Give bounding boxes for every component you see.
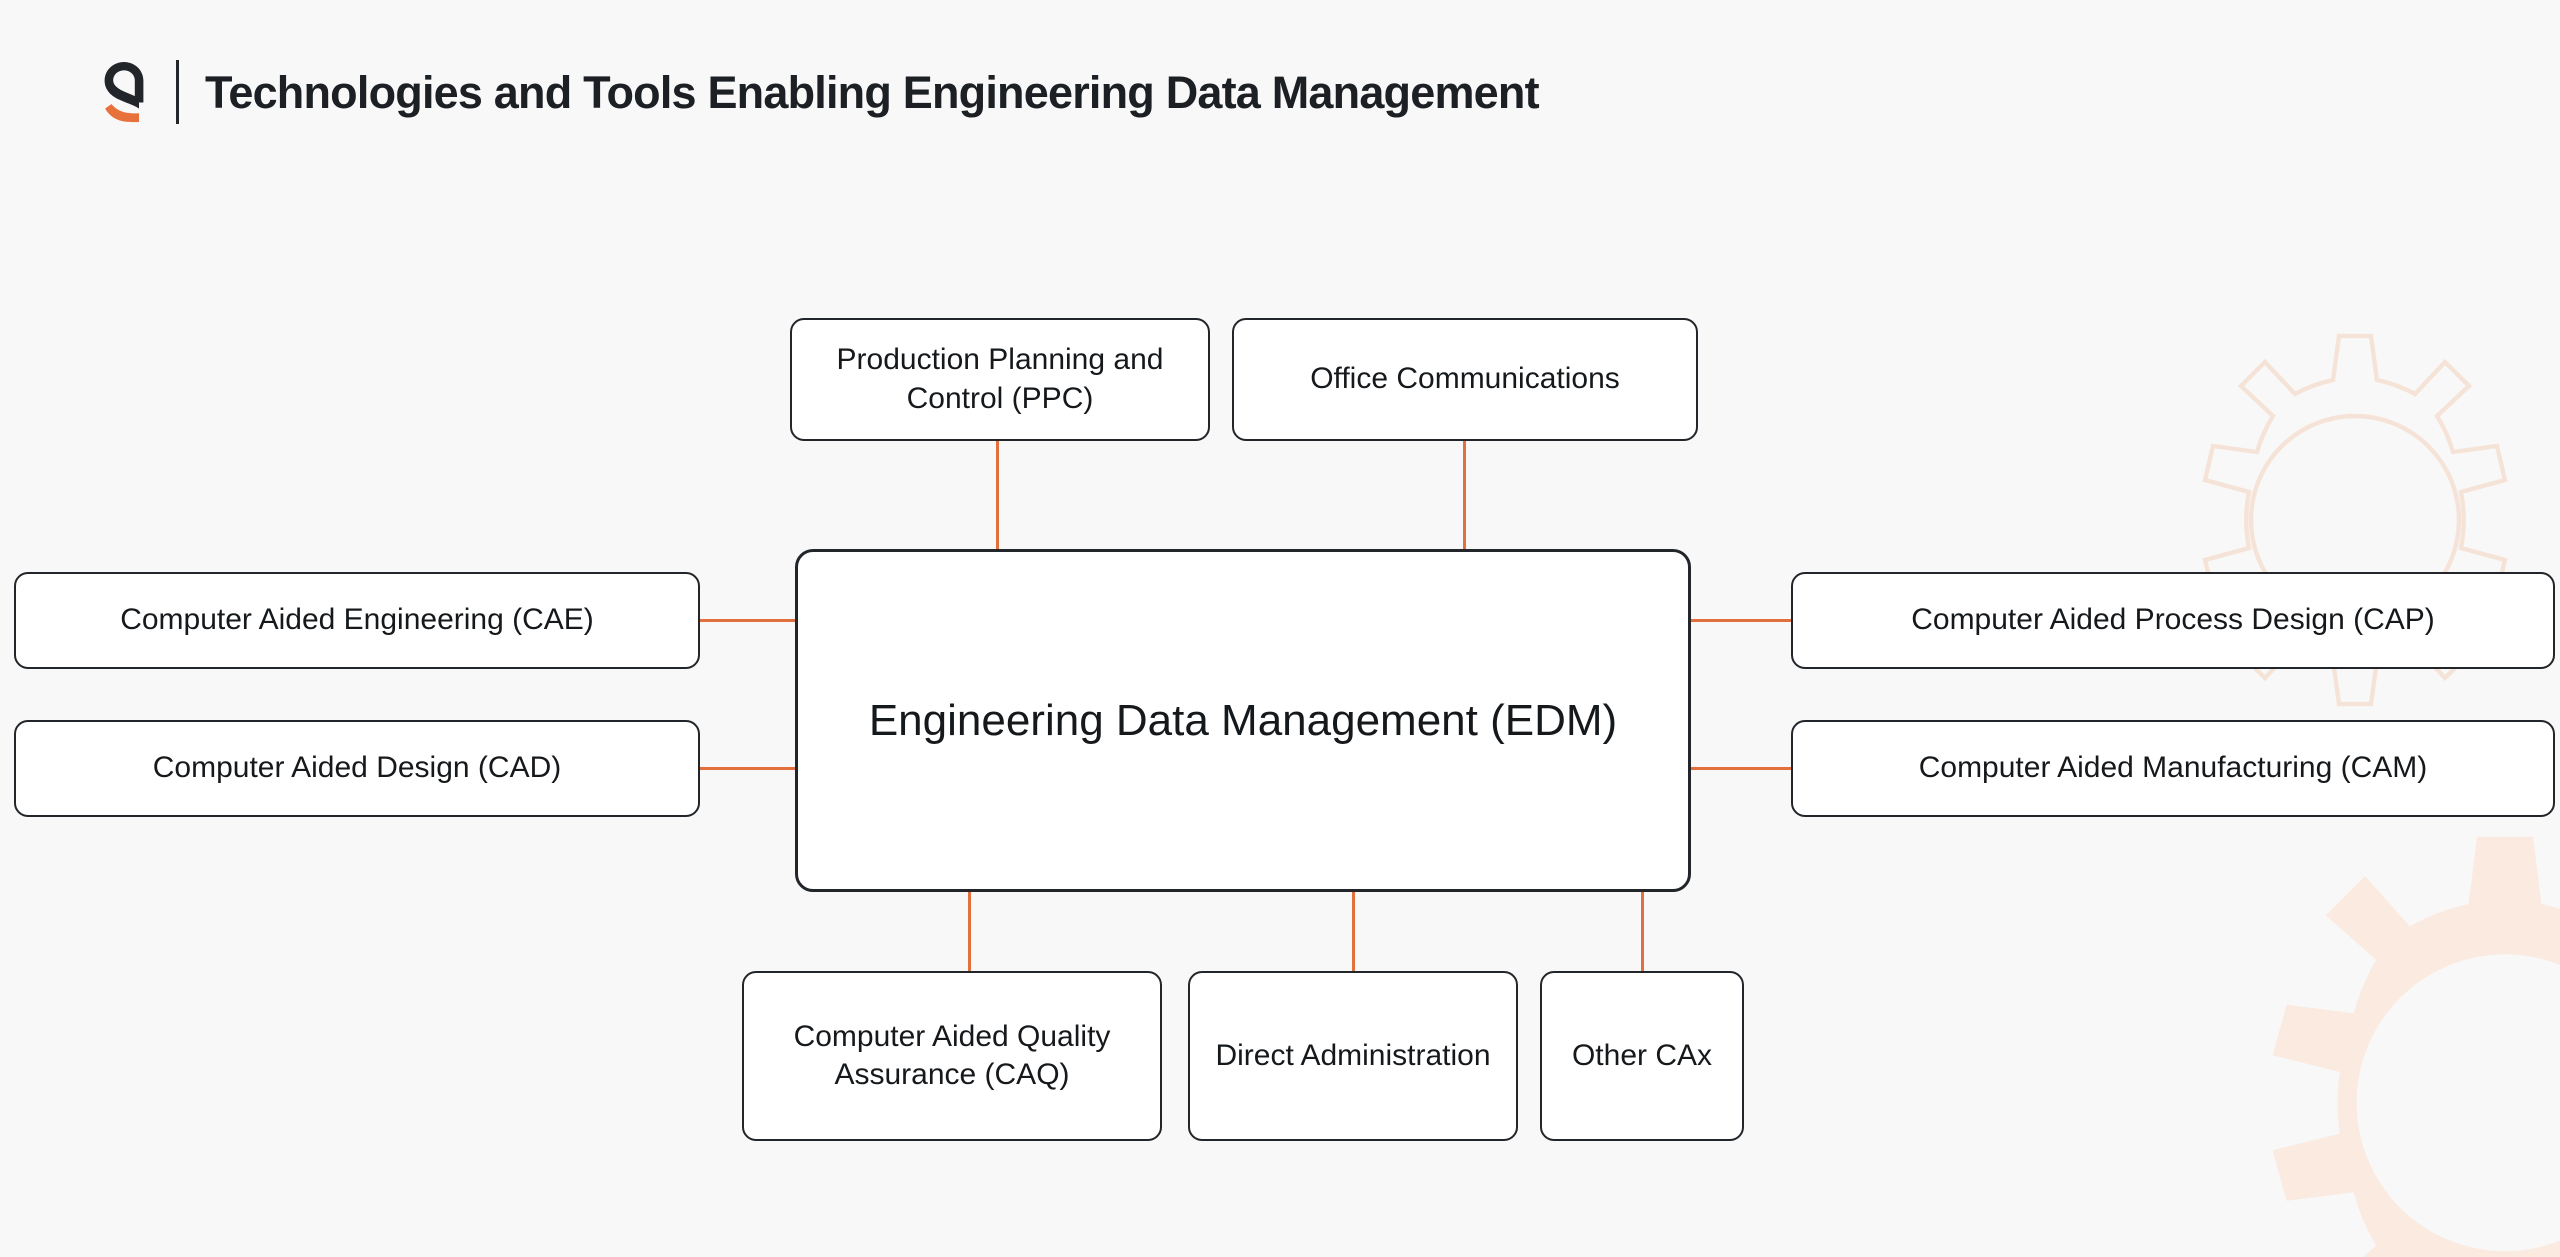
- connector-edm-to-direct: [1352, 889, 1355, 975]
- connector-office-to-edm: [1463, 438, 1466, 553]
- node-direct-administration[interactable]: Direct Administration: [1188, 971, 1518, 1141]
- node-engineering-data-management[interactable]: Engineering Data Management (EDM): [795, 549, 1691, 892]
- connector-ppc-to-edm: [996, 438, 999, 553]
- gear-icon: [2272, 836, 2560, 1257]
- connector-cae-to-edm: [697, 619, 798, 622]
- node-computer-aided-manufacturing[interactable]: Computer Aided Manufacturing (CAM): [1791, 720, 2555, 817]
- node-computer-aided-design[interactable]: Computer Aided Design (CAD): [14, 720, 700, 817]
- connector-edm-to-caq: [968, 889, 971, 975]
- node-office-communications[interactable]: Office Communications: [1232, 318, 1698, 441]
- quantics-q-logo-icon: [96, 56, 152, 128]
- node-computer-aided-quality-assurance[interactable]: Computer Aided Quality Assurance (CAQ): [742, 971, 1162, 1141]
- connector-edm-to-cam: [1688, 767, 1794, 770]
- page-title: Technologies and Tools Enabling Engineer…: [205, 66, 1540, 118]
- page-header: Technologies and Tools Enabling Engineer…: [96, 56, 1540, 128]
- connector-cad-to-edm: [697, 767, 798, 770]
- connector-edm-to-cax: [1641, 889, 1644, 975]
- node-computer-aided-engineering[interactable]: Computer Aided Engineering (CAE): [14, 572, 700, 669]
- header-divider-icon: [176, 60, 179, 124]
- node-computer-aided-process-design[interactable]: Computer Aided Process Design (CAP): [1791, 572, 2555, 669]
- node-other-cax[interactable]: Other CAx: [1540, 971, 1744, 1141]
- node-production-planning-control[interactable]: Production Planning and Control (PPC): [790, 318, 1210, 441]
- connector-edm-to-cap: [1688, 619, 1794, 622]
